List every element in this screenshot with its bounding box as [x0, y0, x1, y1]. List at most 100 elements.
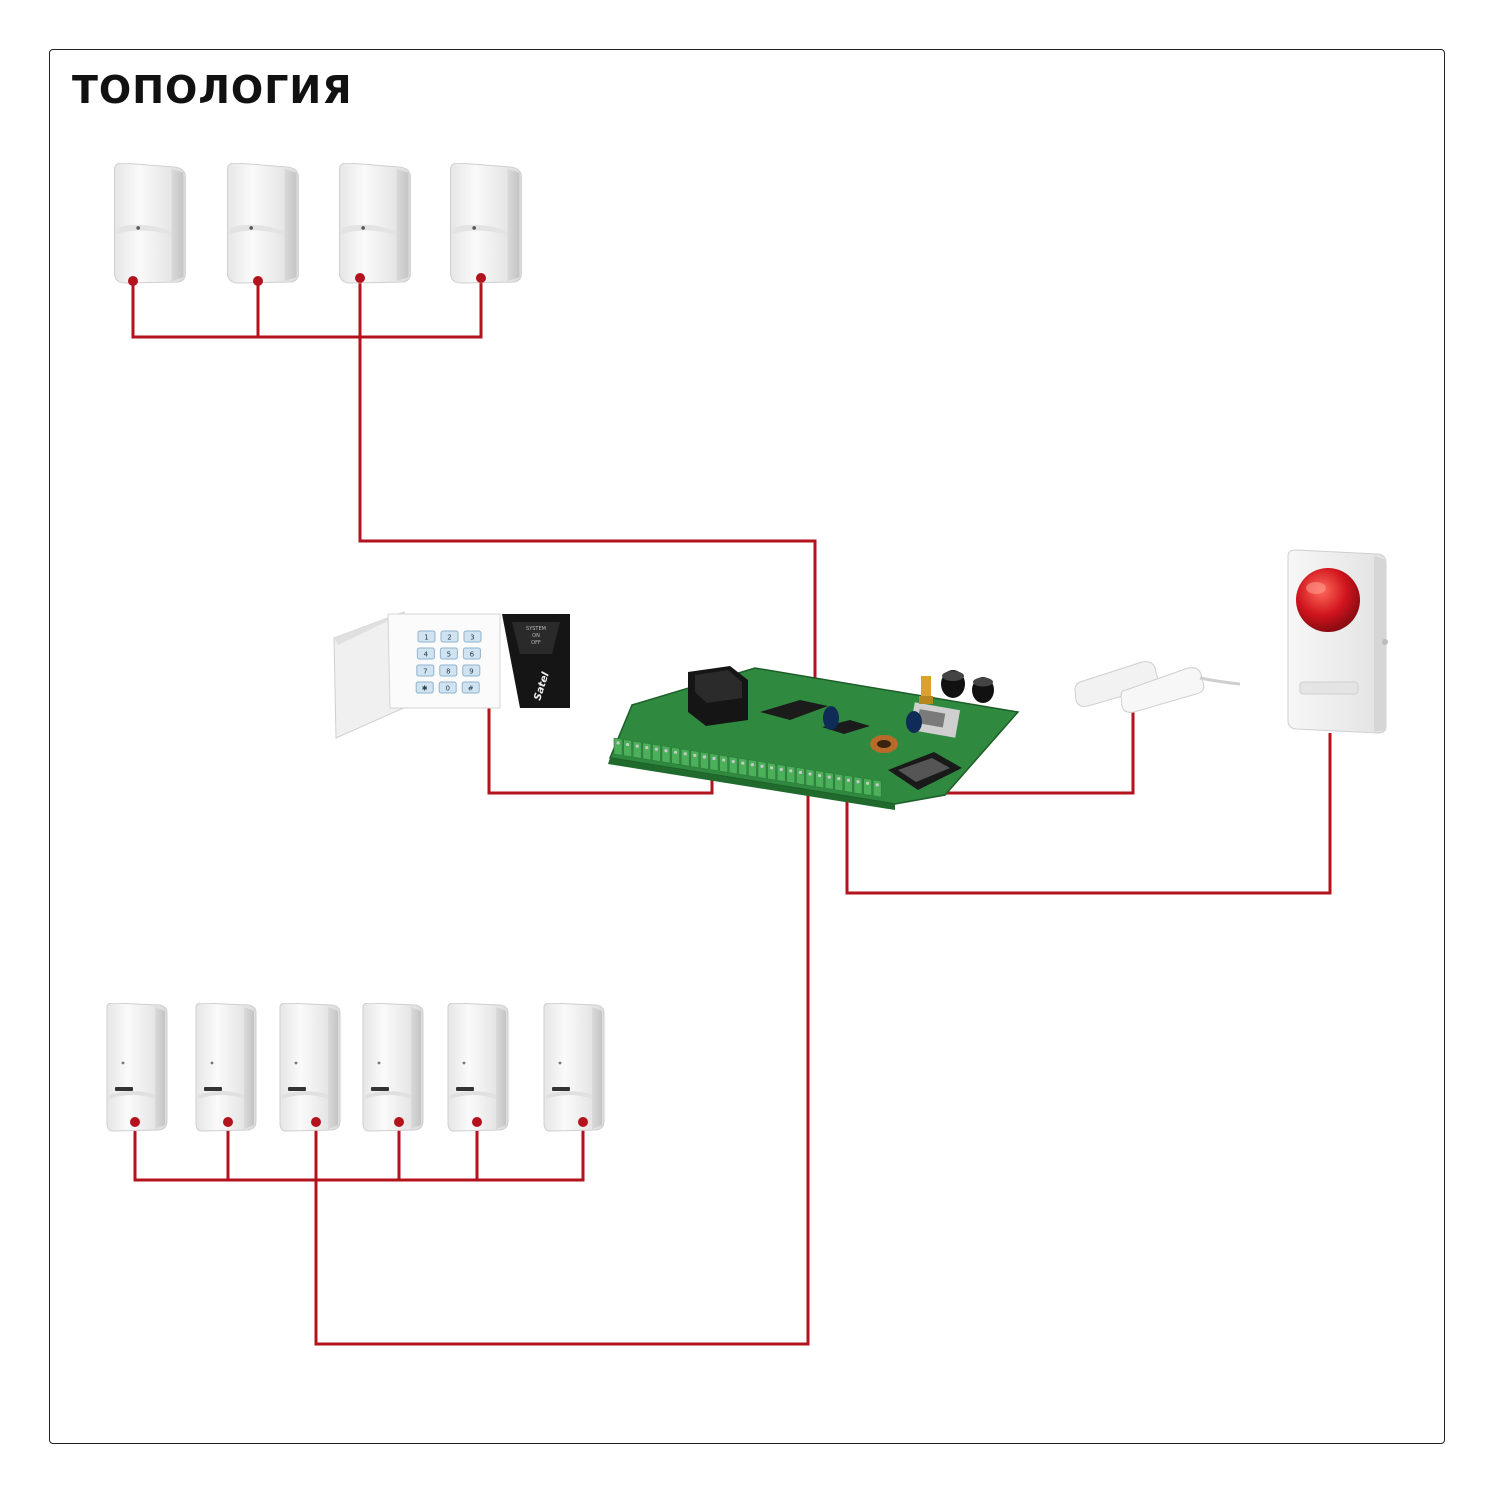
- terminal-screw: [818, 773, 822, 778]
- keypad-key: [416, 664, 435, 677]
- keypad-key: [462, 647, 481, 660]
- terminal-clamp: [805, 768, 815, 787]
- terminal-screw: [626, 742, 630, 747]
- connection-dot: [253, 276, 263, 286]
- keypad-key-label: 3: [470, 634, 474, 642]
- keypad-key-label: 8: [446, 668, 450, 676]
- terminal-clamp: [671, 746, 680, 765]
- connection-dot: [130, 1117, 140, 1127]
- terminal-screw: [712, 756, 716, 761]
- terminal-clamp: [719, 754, 728, 773]
- wire-top-bus: [131, 278, 817, 695]
- control-panel: [608, 666, 1020, 810]
- terminal-screw: [808, 772, 812, 776]
- terminal-clamp: [632, 740, 642, 759]
- terminal-screw: [741, 761, 745, 765]
- terminal-clamp: [709, 753, 719, 772]
- terminal-screw: [731, 760, 735, 764]
- pir-sensor-icon: [339, 163, 411, 284]
- terminal-screw: [789, 769, 793, 773]
- connection-dot: [311, 1117, 321, 1127]
- terminal-clamp: [757, 760, 767, 779]
- terminal-screw: [616, 741, 620, 745]
- connection-dot: [578, 1117, 588, 1127]
- keypad-key: [463, 630, 482, 643]
- terminal-clamp: [796, 767, 805, 786]
- terminal-screw: [722, 758, 726, 762]
- terminal-clamp: [728, 756, 738, 775]
- terminal-screw: [674, 750, 678, 754]
- terminal-clamp: [834, 773, 844, 792]
- keypad-key: [417, 630, 436, 643]
- pir-sensor-icon: [106, 1003, 168, 1132]
- terminal-clamp: [872, 779, 882, 798]
- pir-sensor-icon: [195, 1003, 257, 1132]
- keypad-key-label: 0: [445, 685, 449, 693]
- keypad-key-label: ✱: [422, 685, 428, 693]
- terminal-block: [613, 737, 882, 798]
- terminal-clamp: [652, 743, 661, 762]
- pir-sensor-icon: [543, 1003, 605, 1132]
- keypad-key: [439, 664, 458, 677]
- keypad-led-label: SYSTEM: [526, 626, 546, 632]
- pir-detectors-top: [114, 163, 522, 284]
- terminal-screw: [827, 775, 831, 779]
- terminal-screw: [846, 778, 851, 782]
- terminal-screw: [770, 766, 774, 770]
- diagram-title: ТОПОЛОГИЯ: [72, 68, 353, 112]
- terminal-screw: [779, 767, 783, 771]
- siren: [1287, 549, 1388, 734]
- terminal-clamp: [815, 770, 824, 789]
- connection-dot: [223, 1117, 233, 1127]
- terminal-clamp: [680, 748, 690, 767]
- keypad-key-label: 7: [423, 668, 427, 676]
- terminal-clamp: [863, 777, 872, 796]
- terminal-screw: [702, 755, 707, 759]
- wire-keypad: [487, 705, 714, 795]
- keypad-key-label: 6: [470, 651, 475, 659]
- keypad-key-label: 4: [424, 651, 429, 659]
- keypad-key-label: 1: [424, 634, 428, 642]
- keypad-key-label: 9: [469, 668, 473, 676]
- siren-icon: [1287, 549, 1388, 734]
- terminal-clamp: [776, 763, 786, 783]
- connection-dot: [472, 1117, 482, 1127]
- wiring: [131, 278, 1332, 1346]
- terminal-clamp: [661, 745, 671, 764]
- terminal-clamp: [623, 739, 632, 758]
- terminal-clamp: [748, 759, 757, 778]
- wire-magnetic-contact: [945, 708, 1135, 795]
- terminal-clamp: [738, 757, 748, 776]
- pir-sensor-icon: [227, 163, 299, 284]
- terminal-screw: [664, 749, 668, 753]
- keypad-led-label: ON: [532, 633, 540, 639]
- connection-points: [128, 273, 588, 1127]
- keypad-key: [461, 681, 480, 694]
- terminal-screw: [760, 764, 764, 768]
- terminal-screw: [693, 753, 697, 758]
- wire-siren: [845, 733, 1332, 895]
- connection-dot: [128, 276, 138, 286]
- pir-detectors-bottom: [106, 1003, 605, 1132]
- keypad-key: [439, 647, 458, 660]
- terminal-clamp: [690, 750, 700, 769]
- keypad-key: [438, 681, 457, 694]
- reed-switch-icon: [1074, 661, 1241, 713]
- pir-sensor-icon: [447, 1003, 509, 1132]
- terminal-clamp: [844, 774, 853, 793]
- terminal-screw: [635, 744, 639, 748]
- keypad-led-label: OFF: [531, 640, 541, 646]
- pir-sensor-icon: [362, 1003, 424, 1132]
- keypad-body: [387, 613, 501, 709]
- magnetic-contact: [1074, 661, 1241, 713]
- terminal-screw: [798, 770, 803, 775]
- connection-dot: [394, 1117, 404, 1127]
- pir-sensor-icon: [279, 1003, 341, 1132]
- terminal-screw: [750, 763, 755, 767]
- terminal-clamp: [853, 776, 863, 795]
- connection-dot: [355, 273, 365, 283]
- pir-sensor-icon: [114, 163, 186, 284]
- keypad-key: [462, 664, 481, 677]
- terminal-screw: [856, 780, 860, 784]
